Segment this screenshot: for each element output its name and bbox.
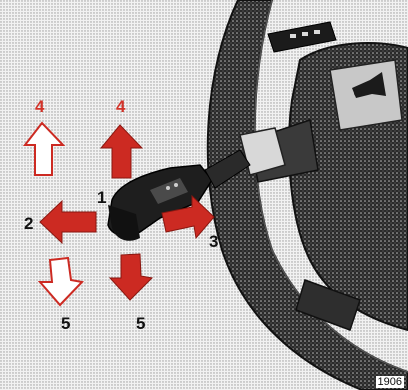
label-flash-solid: 4 [116, 98, 125, 115]
figure-code: 1906 [376, 376, 404, 388]
label-wash-outline: 5 [61, 315, 70, 332]
label-pull: 1 [97, 189, 106, 206]
label-flash-outline: 4 [35, 98, 44, 115]
label-wash-solid: 5 [136, 315, 145, 332]
label-left: 2 [24, 215, 33, 232]
label-right: 3 [209, 233, 218, 250]
